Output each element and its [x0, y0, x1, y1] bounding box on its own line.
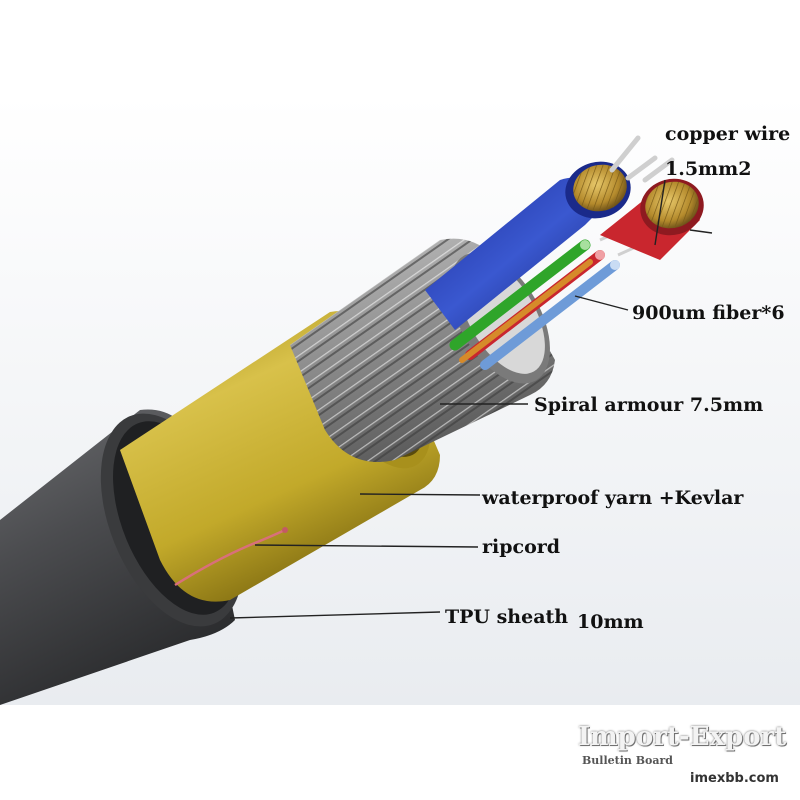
watermark-brand: Import-Export — [578, 722, 787, 752]
fiber-bundle — [449, 220, 661, 370]
label-yarn: waterproof yarn +Kevlar — [482, 487, 744, 509]
label-ripcord: ripcord — [482, 536, 561, 558]
ripcord-end — [282, 527, 288, 533]
label-armour: Spiral armour 7.5mm — [534, 394, 764, 416]
copper-conductor-blue — [425, 161, 631, 330]
copper-conductor-red — [600, 178, 704, 260]
ripcord-line — [174, 528, 286, 587]
label-fiber: 900um fiber*6 — [632, 302, 785, 324]
filler-rods — [609, 135, 675, 183]
label-copper-size: 1.5mm2 — [665, 158, 752, 180]
label-copper-wire: copper wire — [665, 123, 791, 145]
label-tpu-sheath: TPU sheath — [445, 606, 569, 628]
watermark-url: imexbb.com — [690, 771, 779, 786]
label-sheath-size: 10mm — [577, 611, 644, 633]
watermark-sub: Bulletin Board — [582, 754, 673, 767]
leader-lines — [229, 179, 713, 619]
